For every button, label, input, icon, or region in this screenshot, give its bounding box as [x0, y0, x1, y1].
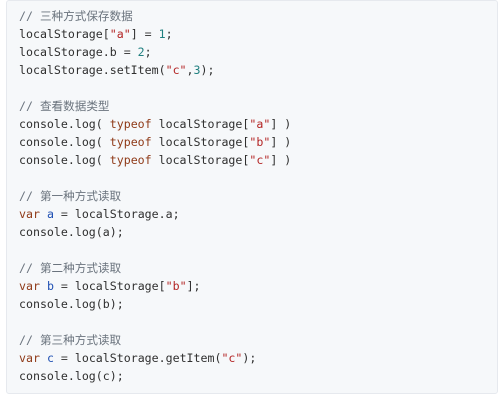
code-string: "a": [109, 27, 131, 41]
code-text: localStorage.setItem(: [19, 63, 166, 77]
code-line: localStorage["a"] = 1;: [19, 25, 497, 43]
code-text: console.log(b);: [19, 297, 124, 311]
code-text: localStorage[: [19, 27, 110, 41]
code-operator: =: [144, 27, 152, 41]
code-text: console.log(: [19, 153, 110, 167]
code-string: "a": [249, 117, 271, 131]
code-text: [40, 207, 47, 221]
code-variable: c: [46, 351, 54, 365]
code-line: // 查看数据类型: [19, 97, 497, 115]
code-text: localStorage[: [67, 279, 166, 293]
code-text: ] ): [270, 135, 292, 149]
code-keyword: var: [19, 279, 40, 293]
code-text: [54, 279, 61, 293]
code-text: ] ): [270, 153, 292, 167]
code-keyword: typeof: [109, 117, 152, 131]
code-number: 3: [193, 63, 201, 77]
code-text: [40, 351, 47, 365]
code-text: localStorage[: [151, 117, 250, 131]
code-text: ;: [144, 45, 152, 59]
code-string: "c": [221, 351, 243, 365]
code-comment: // 第二种方式读取: [19, 261, 122, 275]
code-text: console.log(: [19, 117, 110, 131]
code-string: "b": [249, 135, 271, 149]
code-line: console.log(a);: [19, 223, 497, 241]
code-text: [54, 351, 61, 365]
code-operator: =: [60, 207, 68, 221]
code-line: // 第一种方式读取: [19, 187, 497, 205]
code-text: console.log(: [19, 135, 110, 149]
code-operator: =: [60, 351, 68, 365]
code-text: localStorage[: [151, 153, 250, 167]
code-line: console.log( typeof localStorage["c"] ): [19, 151, 497, 169]
code-text: ;: [165, 27, 173, 41]
code-keyword: typeof: [109, 153, 152, 167]
blank-line: [19, 241, 497, 259]
code-line: // 第三种方式读取: [19, 331, 497, 349]
code-text: localStorage.a;: [67, 207, 180, 221]
code-operator: =: [123, 45, 131, 59]
code-text: [152, 27, 159, 41]
code-keyword: var: [19, 207, 40, 221]
code-line: console.log(c);: [19, 367, 497, 385]
code-number: 1: [158, 27, 166, 41]
code-text: console.log(c);: [19, 369, 124, 383]
code-line: // 第二种方式读取: [19, 259, 497, 277]
code-comment: // 第一种方式读取: [19, 189, 122, 203]
code-keyword: var: [19, 351, 40, 365]
code-keyword: typeof: [109, 135, 152, 149]
code-line: console.log(b);: [19, 295, 497, 313]
blank-line: [19, 313, 497, 331]
code-line: localStorage.b = 2;: [19, 43, 497, 61]
code-line: console.log( typeof localStorage["b"] ): [19, 133, 497, 151]
code-text: ] ): [270, 117, 292, 131]
code-text: localStorage.getItem(: [67, 351, 222, 365]
blank-line: [19, 169, 497, 187]
code-text: [40, 279, 47, 293]
code-number: 2: [137, 45, 145, 59]
code-text: console.log(a);: [19, 225, 124, 239]
code-text: );: [242, 351, 257, 365]
code-text: localStorage[: [151, 135, 250, 149]
code-line: localStorage.setItem("c",3);: [19, 61, 497, 79]
code-variable: a: [46, 207, 54, 221]
code-line: console.log( typeof localStorage["a"] ): [19, 115, 497, 133]
code-text: ];: [186, 279, 201, 293]
code-text: [54, 207, 61, 221]
code-text: ]: [130, 27, 145, 41]
code-text: ,: [186, 63, 194, 77]
code-operator: =: [60, 279, 68, 293]
blank-line: [19, 79, 497, 97]
code-text: [131, 45, 138, 59]
code-comment: // 第三种方式读取: [19, 333, 122, 347]
code-line: // 三种方式保存数据: [19, 7, 497, 25]
code-line: var a = localStorage.a;: [19, 205, 497, 223]
code-comment: // 三种方式保存数据: [19, 9, 133, 23]
code-string: "b": [165, 279, 187, 293]
code-comment: // 查看数据类型: [19, 99, 110, 113]
code-line: var c = localStorage.getItem("c");: [19, 349, 497, 367]
code-string: "c": [249, 153, 271, 167]
code-line: var b = localStorage["b"];: [19, 277, 497, 295]
code-string: "c": [165, 63, 187, 77]
code-text: localStorage.b: [19, 45, 124, 59]
code-variable: b: [46, 279, 54, 293]
code-text: );: [200, 63, 215, 77]
